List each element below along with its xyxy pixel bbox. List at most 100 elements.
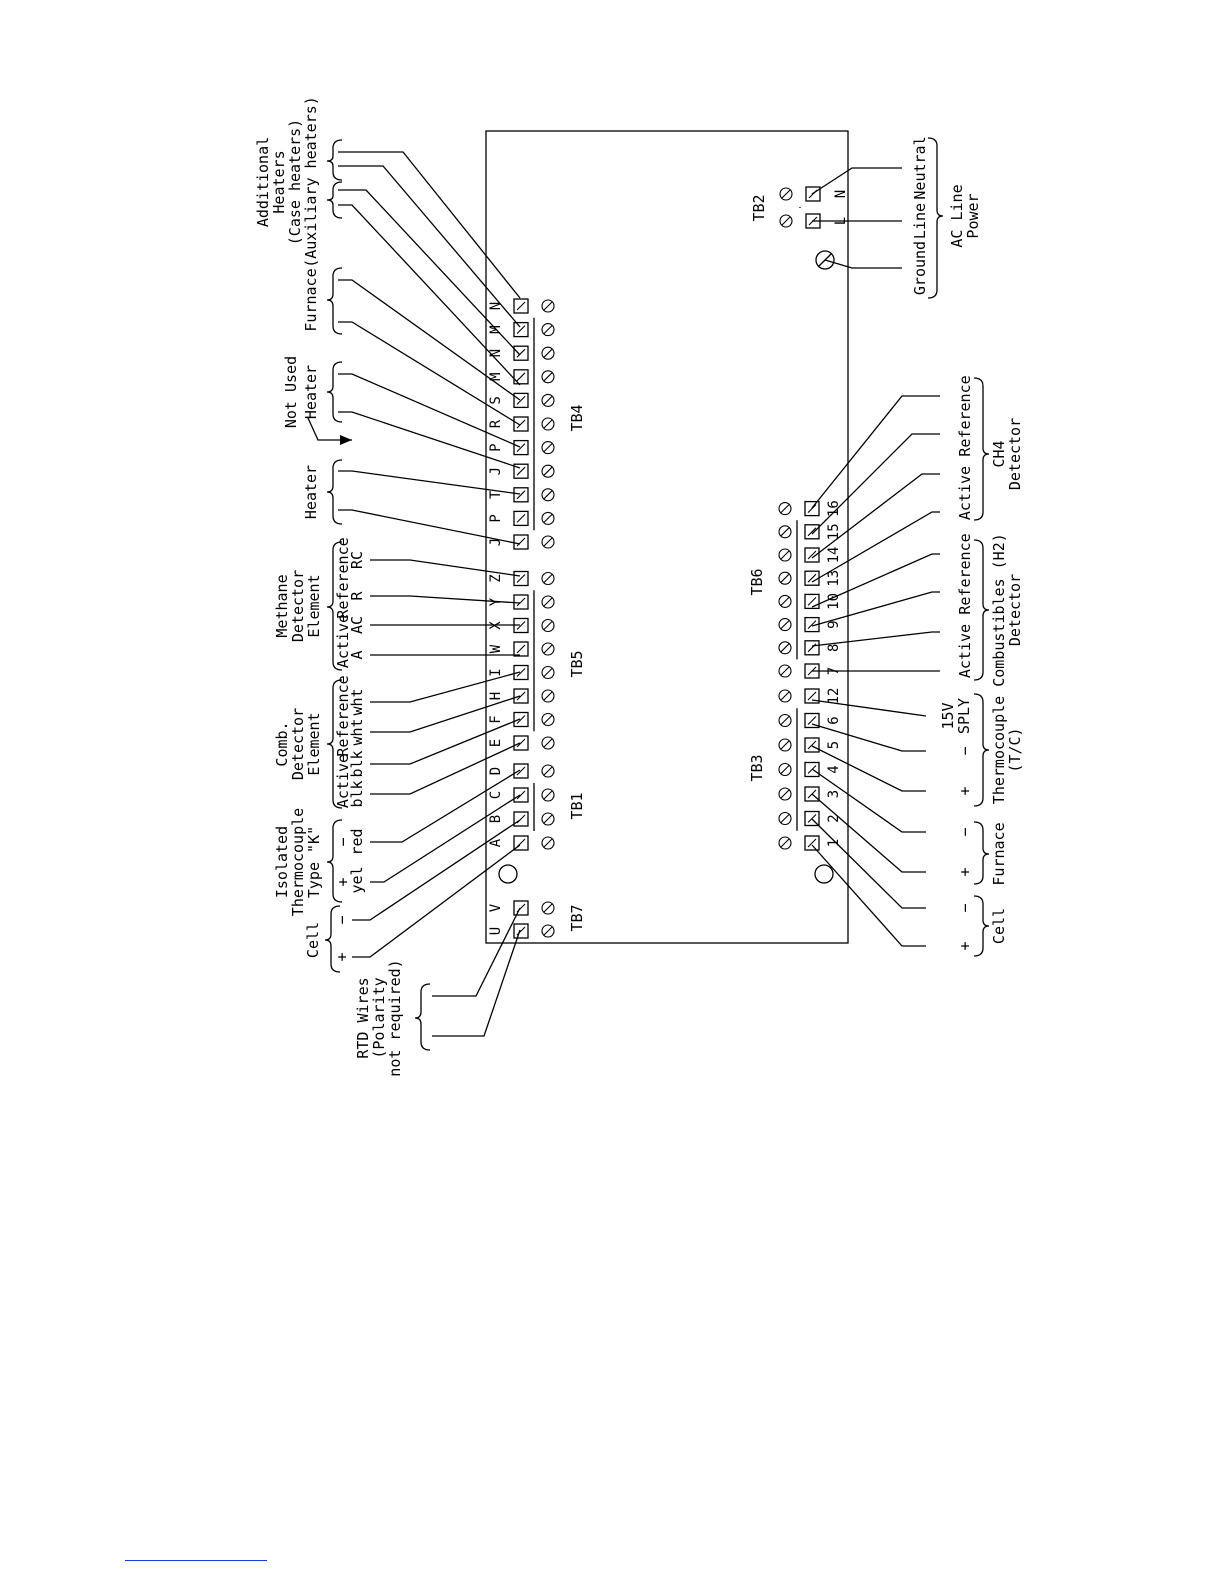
- tb7-label: TB7: [568, 904, 586, 931]
- label-blk-2: blk: [348, 750, 366, 777]
- label-heater: Heater: [302, 465, 320, 519]
- label-furnace-left: Furnace: [302, 268, 320, 331]
- terminal-clamp: [513, 510, 529, 527]
- label-h2-active: Active: [956, 624, 974, 678]
- screw-icon: [778, 548, 792, 562]
- terminal-clamp: [804, 835, 820, 851]
- label-yel: yel: [348, 866, 366, 893]
- label-sply: SPLY: [955, 698, 973, 734]
- label-heaters: Heaters: [270, 150, 288, 213]
- label-methane: Methane: [273, 574, 291, 637]
- screw-icon: [541, 924, 555, 938]
- screw-icon: [541, 370, 555, 384]
- label-ch4-detector: Detector: [1006, 418, 1024, 490]
- pin-label: 6: [826, 716, 842, 724]
- label-methane-detector: Detector: [289, 570, 307, 642]
- terminal-clamp: [804, 524, 820, 540]
- screw-icon: [778, 618, 792, 632]
- screw-icon: [541, 642, 555, 656]
- label-ch4-reference: Reference: [956, 375, 974, 456]
- screw-icon: [541, 346, 555, 360]
- terminal-clamp: [804, 737, 820, 753]
- tb4-label: TB4: [568, 404, 586, 431]
- mounting-hole: [498, 864, 518, 884]
- label-blk-1: blk: [348, 780, 366, 807]
- left-braces: [324, 139, 431, 1051]
- label-furnace-minus: −: [956, 827, 974, 836]
- label-wht-2: wht: [348, 688, 366, 715]
- pin-label: R: [488, 419, 504, 428]
- pin-label: W: [488, 644, 504, 653]
- pin-label: 16: [826, 500, 842, 517]
- terminal-clamp: [804, 547, 820, 563]
- label-cell-left: Cell: [304, 922, 322, 958]
- terminal-clamp: [513, 641, 529, 657]
- not-used-arrow: [307, 417, 352, 445]
- terminal-clamp: [513, 787, 529, 803]
- pin-label: 14: [826, 547, 842, 564]
- pin-label: U: [488, 927, 504, 935]
- screw-icon: [778, 664, 792, 678]
- label-furnace-plus: +: [956, 867, 974, 876]
- pin-label: N: [833, 190, 849, 198]
- pin-label: 2: [826, 814, 842, 822]
- pin-label: T: [488, 490, 504, 499]
- pin-label: 8: [826, 644, 842, 652]
- screw-icon: [779, 214, 793, 228]
- terminal-clamp: [804, 500, 820, 517]
- screw-icon: [541, 812, 555, 826]
- screw-icon: [541, 535, 555, 549]
- label-cell-plus: +: [333, 952, 351, 961]
- terminal-clamp: [513, 570, 529, 587]
- label-wht-1: wht: [348, 718, 366, 745]
- tb3-label: TB3: [748, 754, 766, 781]
- screw-icon: [778, 836, 792, 850]
- terminal-clamp: [513, 923, 529, 939]
- pin-label: N: [488, 302, 504, 310]
- label-polarity: (Polarity: [370, 977, 388, 1058]
- label-cell-minus: −: [333, 915, 351, 924]
- pin-label: P: [488, 514, 504, 522]
- label-cell-right: Cell: [990, 908, 1008, 944]
- label-not-used: Not Used: [282, 356, 300, 428]
- pin-label: N: [488, 349, 504, 357]
- label-wire-rc: RC: [348, 551, 366, 569]
- terminal-clamp: [513, 439, 529, 456]
- terminal-clamp: [513, 416, 529, 432]
- label-neutral: Neutral: [911, 136, 929, 199]
- screw-icon: [541, 736, 555, 750]
- label-thermocouple-k: Thermocouple: [289, 808, 307, 916]
- terminal-clamp: [513, 900, 529, 916]
- screw-icon: [778, 713, 792, 728]
- label-comb-reference: Reference: [334, 675, 352, 756]
- pin-label: H: [488, 692, 504, 700]
- screw-icon: [541, 488, 555, 502]
- terminal-clamp: [513, 811, 529, 827]
- label-tc-minus: −: [334, 837, 352, 846]
- label-rtd-wires: RTD Wires: [354, 977, 372, 1058]
- pin-label: 9: [826, 620, 842, 628]
- terminal-clamp: [513, 345, 529, 361]
- label-comb-active: Active: [334, 754, 352, 808]
- label-tc-plus-right: +: [956, 786, 974, 795]
- terminal-clamp: [513, 735, 529, 751]
- screw-icon: [778, 502, 792, 516]
- screw-icon: [778, 689, 792, 703]
- label-auxiliary-heaters: (Auxiliary heaters): [302, 96, 320, 268]
- screw-icon: [778, 787, 792, 801]
- pin-label: Z: [488, 574, 504, 582]
- label-type-k: Type "K": [305, 826, 323, 898]
- label-wire-ac: AC: [348, 616, 366, 634]
- pin-label: 4: [826, 765, 842, 773]
- pin-label: B: [488, 815, 504, 823]
- screw-icon: [541, 595, 555, 609]
- tb5-label: TB5: [568, 650, 586, 677]
- terminal-clamp: [804, 712, 820, 729]
- label-ch4-active: Active: [956, 466, 974, 520]
- label-power: Power: [964, 193, 982, 238]
- screw-icon: [778, 571, 792, 585]
- label-cell-minus-right: −: [956, 903, 974, 912]
- screw-icon: [541, 712, 555, 727]
- right-wires: [811, 167, 940, 947]
